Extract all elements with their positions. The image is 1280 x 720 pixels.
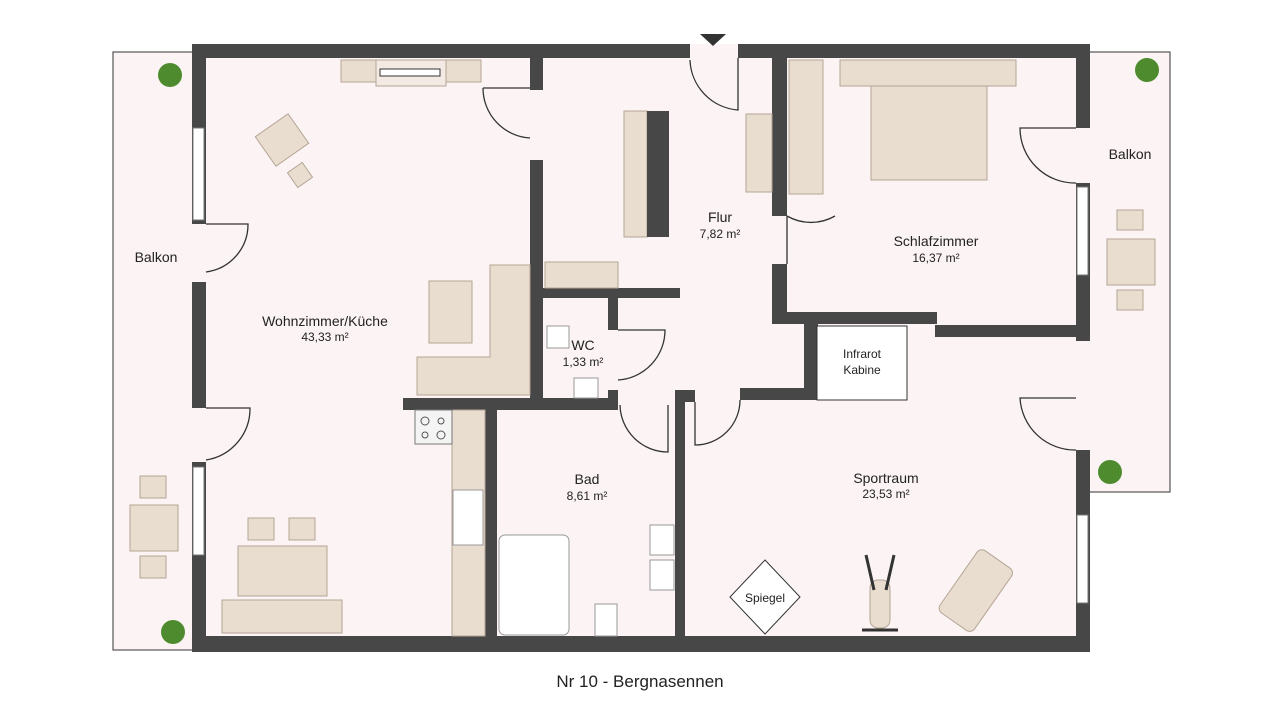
entrance-arrow-icon <box>700 34 726 46</box>
room-area-schlafzimmer: 16,37 m² <box>912 251 959 265</box>
room-area-bad: 8,61 m² <box>567 489 608 503</box>
room-name-bad: Bad <box>575 471 600 487</box>
furniture <box>129 59 1156 637</box>
doors <box>205 34 1077 461</box>
balkon-right-label: Balkon <box>1109 146 1152 162</box>
treadmill-icon <box>938 549 1013 632</box>
infrarot-label-2: Kabine <box>843 363 881 377</box>
plan-caption: Nr 10 - Bergnasennen <box>556 672 724 691</box>
balkon-left-label: Balkon <box>135 249 178 265</box>
room-area-wc: 1,33 m² <box>563 355 604 369</box>
windows <box>192 127 1089 604</box>
interior-walls <box>403 58 1076 636</box>
room-name-schlafzimmer: Schlafzimmer <box>894 233 979 249</box>
room-area-flur: 7,82 m² <box>700 227 741 241</box>
spiegel-mirror <box>729 559 801 635</box>
plant-icons <box>158 58 1159 644</box>
room-name-wohnzimmer: Wohnzimmer/Küche <box>262 313 388 329</box>
room-name-flur: Flur <box>708 209 732 225</box>
spiegel-label: Spiegel <box>745 591 785 605</box>
room-name-wc: WC <box>571 337 594 353</box>
infrarot-kabine <box>816 325 908 401</box>
infrarot-label-1: Infrarot <box>843 347 882 361</box>
room-area-wohnzimmer: 43,33 m² <box>301 330 348 344</box>
room-area-sportraum: 23,53 m² <box>862 487 909 501</box>
room-name-sportraum: Sportraum <box>853 470 918 486</box>
crosstrainer-icon <box>862 554 898 632</box>
